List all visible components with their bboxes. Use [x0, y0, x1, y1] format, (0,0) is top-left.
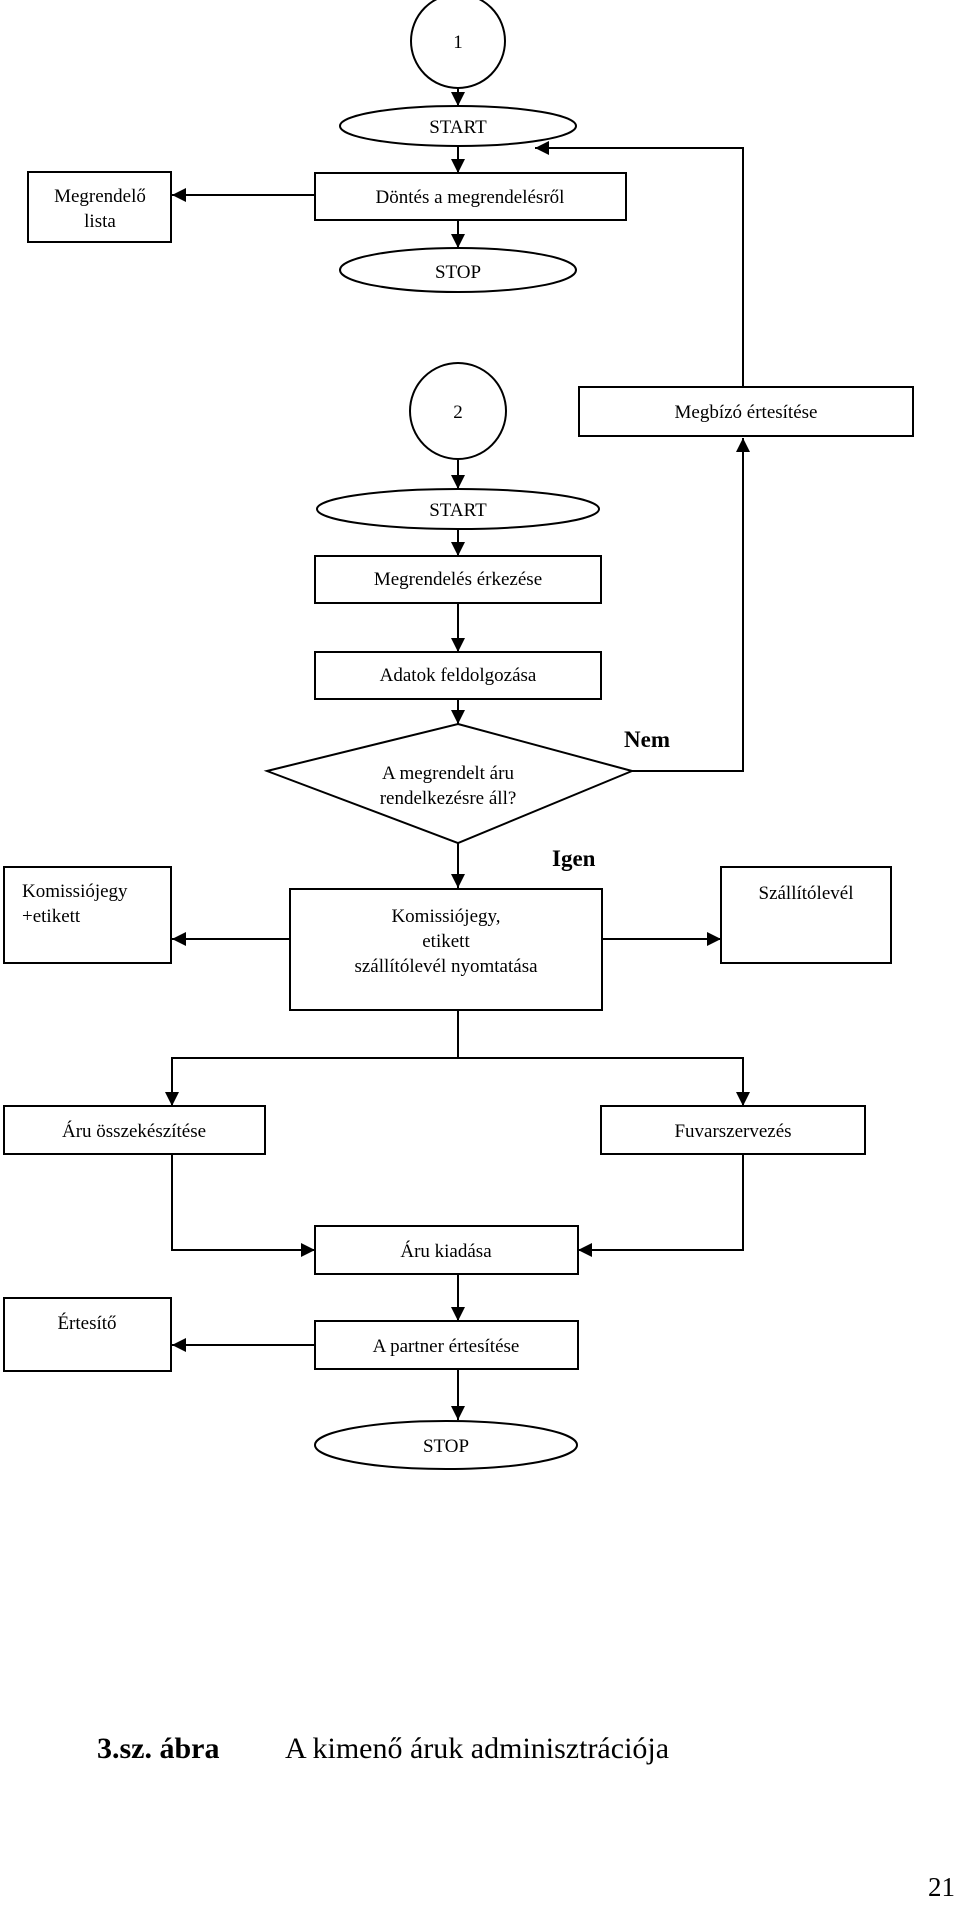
start-2-label: START [429, 500, 487, 521]
node-aru-osszekeszitese: Áru összekészítése [3, 1105, 266, 1155]
connector-2-label: 2 [453, 402, 463, 423]
decision-line-2: rendelkezésre áll? [380, 788, 517, 809]
edge-split-aru-osszekeszitese [165, 1057, 458, 1106]
edge-fuvarszervezes-kiadasa [578, 1154, 744, 1257]
edge-aru-osszekeszitese-kiadasa [171, 1154, 315, 1257]
node-connector-2: 2 [409, 362, 507, 460]
node-connector-1: 1 [410, 0, 506, 89]
figure-number: 3.sz. ábra [97, 1732, 220, 1765]
node-adatok-feldolgozasa: Adatok feldolgozása [314, 651, 602, 700]
nyomtatas-line-3: szállítólevél nyomtatása [354, 956, 538, 977]
nyomtatas-line-2: etikett [422, 931, 470, 952]
fuvarszervezes-label: Fuvarszervezés [674, 1121, 791, 1142]
szallitolevel-label: Szállítólevél [759, 883, 854, 904]
megrendeles-erkezese-label: Megrendelés érkezése [374, 569, 542, 590]
node-start-2: START [316, 488, 600, 530]
komissiojegy-etikett-line-2: +etikett [22, 906, 81, 927]
adatok-feldolgozasa-label: Adatok feldolgozása [380, 665, 537, 686]
megrendelo-lista-line-2: lista [84, 211, 116, 232]
connector-1-label: 1 [453, 32, 463, 53]
node-partner-ertesitese: A partner értesítése [314, 1320, 579, 1370]
node-fuvarszervezes: Fuvarszervezés [600, 1105, 866, 1155]
edge-split-fuvarszervezes [458, 1057, 750, 1106]
node-megrendeles-erkezese: Megrendelés érkezése [314, 555, 602, 604]
node-megrendelo-lista: Megrendelő lista [27, 171, 172, 243]
node-szallitolevel: Szállítólevél [720, 866, 892, 964]
node-stop-2: STOP [314, 1420, 578, 1470]
stop-2-label: STOP [423, 1436, 469, 1457]
dontes-label: Döntés a megrendelésről [376, 187, 565, 208]
komissiojegy-etikett-line-1: Komissiójegy [22, 881, 128, 902]
node-stop-1: STOP [339, 247, 577, 293]
megbizo-ertesitese-label: Megbízó értesítése [675, 402, 818, 423]
node-start-1: START [339, 105, 577, 147]
start-1-label: START [429, 117, 487, 138]
aru-osszekeszitese-label: Áru összekészítése [62, 1120, 206, 1142]
node-megbizo-ertesitese: Megbízó értesítése [578, 386, 914, 437]
node-dontes: Döntés a megrendelésről [314, 172, 627, 221]
edge-megbizo-start1 [535, 141, 744, 386]
node-ertesito: Értesítő [3, 1297, 172, 1372]
node-komissiojegy-etikett: Komissiójegy +etikett [3, 866, 172, 964]
page-number: 21 [928, 1872, 955, 1902]
figure-title: A kimenő áruk adminisztrációja [285, 1732, 669, 1765]
connector-lines [165, 78, 750, 1420]
node-komissiojegy-nyomtatas: Komissiójegy, etikett szállítólevél nyom… [289, 888, 603, 1011]
node-decision: A megrendelt áru rendelkezésre áll? [263, 722, 636, 845]
branch-label-nem: Nem [624, 727, 670, 752]
nyomtatas-line-1: Komissiójegy, [391, 906, 500, 927]
branch-label-igen: Igen [552, 846, 596, 871]
stop-1-label: STOP [435, 262, 481, 283]
megrendelo-lista-line-1: Megrendelő [54, 186, 146, 207]
aru-kiadasa-label: Áru kiadása [400, 1240, 492, 1262]
edge-decision-nem [632, 438, 750, 772]
ertesito-label: Értesítő [57, 1312, 116, 1334]
decision-line-1: A megrendelt áru [382, 763, 514, 784]
partner-ertesitese-label: A partner értesítése [373, 1336, 520, 1357]
node-aru-kiadasa: Áru kiadása [314, 1225, 579, 1275]
